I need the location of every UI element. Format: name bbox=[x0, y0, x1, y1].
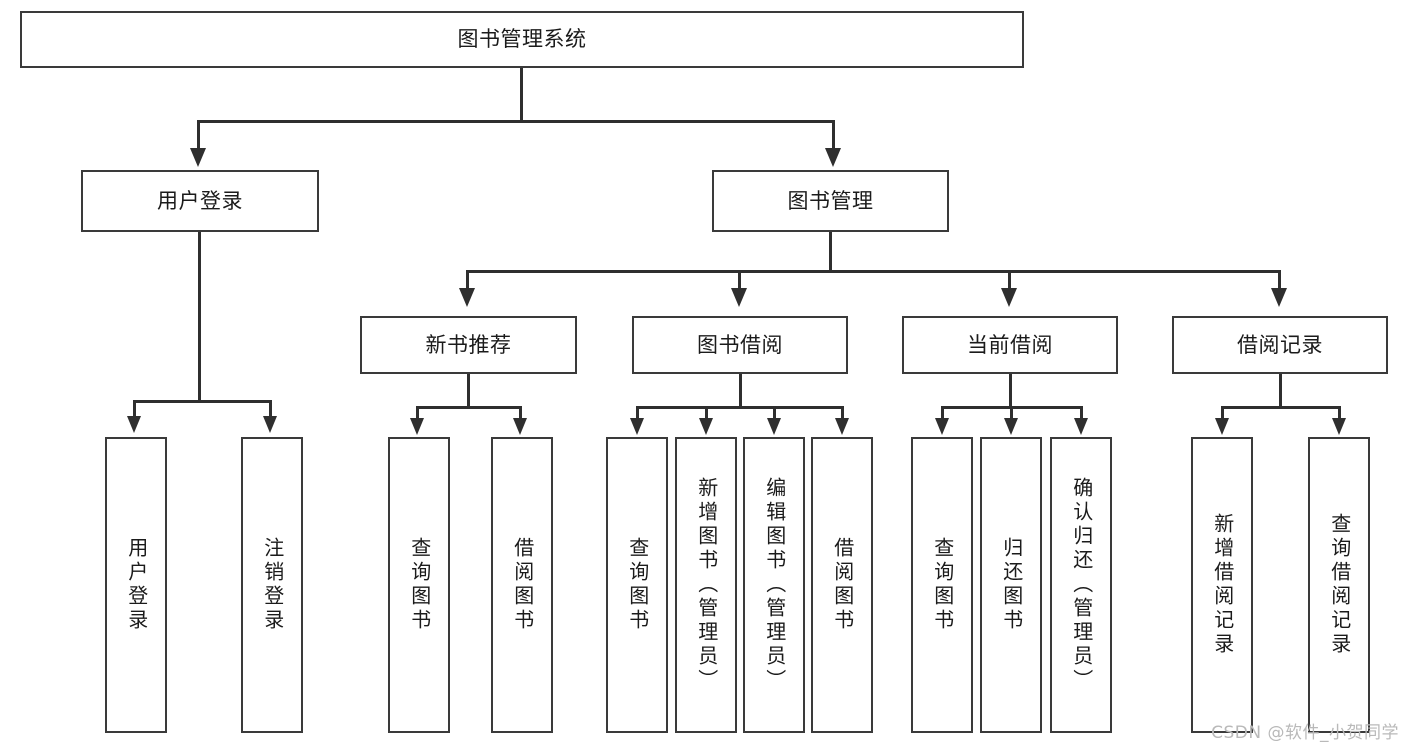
arrowhead-bb-1 bbox=[630, 418, 644, 435]
connector-book-management-stem bbox=[829, 232, 832, 272]
node-label: 新增图书（管理员） bbox=[694, 477, 719, 693]
connector-to-current-borrow bbox=[1008, 270, 1011, 290]
connector-bb-drop-1 bbox=[636, 406, 639, 420]
arrowhead-cb-3 bbox=[1074, 418, 1088, 435]
arrowhead-nbr-2 bbox=[513, 418, 527, 435]
connector-br-drop-1 bbox=[1221, 406, 1224, 420]
connector-bb-drop-2 bbox=[705, 406, 708, 420]
connector-new-book-recommend-bus bbox=[416, 406, 522, 409]
node-label: 归还图书 bbox=[999, 537, 1024, 633]
node-label: 图书管理 bbox=[787, 188, 874, 213]
connector-user-login-stem bbox=[198, 232, 201, 402]
leaf-bb-edit-book-admin[interactable]: 编辑图书（管理员） bbox=[743, 437, 805, 733]
connector-user-login-drop-2 bbox=[269, 400, 272, 418]
leaf-br-query-record[interactable]: 查询借阅记录 bbox=[1308, 437, 1370, 733]
node-label: 当前借阅 bbox=[967, 332, 1053, 357]
leaf-nbr-query-book[interactable]: 查询图书 bbox=[388, 437, 450, 733]
connector-new-book-recommend-stem bbox=[467, 374, 470, 408]
connector-nbr-drop-1 bbox=[416, 406, 419, 420]
node-label: 新增借阅记录 bbox=[1210, 513, 1235, 657]
node-label: 注销登录 bbox=[260, 537, 285, 633]
leaf-user-login-logout[interactable]: 注销登录 bbox=[241, 437, 303, 733]
connector-root-to-user-login bbox=[197, 120, 200, 150]
connector-to-new-book-recommend bbox=[466, 270, 469, 290]
connector-current-borrow-stem bbox=[1009, 374, 1012, 408]
leaf-user-login-login[interactable]: 用户登录 bbox=[105, 437, 167, 733]
node-label: 编辑图书（管理员） bbox=[762, 477, 787, 693]
connector-br-drop-2 bbox=[1338, 406, 1341, 420]
node-new-book-recommend[interactable]: 新书推荐 bbox=[360, 316, 577, 374]
arrowhead-borrow-record bbox=[1271, 288, 1287, 307]
leaf-bb-query-book[interactable]: 查询图书 bbox=[606, 437, 668, 733]
connector-level3-bus bbox=[466, 270, 1280, 273]
arrowhead-bb-3 bbox=[767, 418, 781, 435]
node-label: 用户登录 bbox=[157, 188, 243, 213]
connector-cb-drop-3 bbox=[1080, 406, 1083, 420]
node-label: 查询借阅记录 bbox=[1327, 513, 1352, 657]
node-label: 图书管理系统 bbox=[457, 27, 587, 52]
arrowhead-nbr-1 bbox=[410, 418, 424, 435]
node-user-login[interactable]: 用户登录 bbox=[81, 170, 319, 232]
connector-to-borrow-record bbox=[1278, 270, 1281, 290]
connector-root-bus bbox=[197, 120, 835, 123]
leaf-cb-confirm-return-admin[interactable]: 确认归还（管理员） bbox=[1050, 437, 1112, 733]
arrowhead-bb-2 bbox=[699, 418, 713, 435]
arrowhead-bb-4 bbox=[835, 418, 849, 435]
arrowhead-to-user-login bbox=[190, 148, 206, 167]
node-book-management[interactable]: 图书管理 bbox=[712, 170, 949, 232]
node-current-borrow[interactable]: 当前借阅 bbox=[902, 316, 1118, 374]
leaf-cb-return-book[interactable]: 归还图书 bbox=[980, 437, 1042, 733]
node-label: 借阅记录 bbox=[1237, 332, 1323, 357]
arrowhead-current-borrow bbox=[1001, 288, 1017, 307]
node-label: 查询图书 bbox=[407, 537, 432, 633]
connector-bb-drop-3 bbox=[773, 406, 776, 420]
connector-user-login-drop-1 bbox=[133, 400, 136, 418]
connector-borrow-record-bus bbox=[1221, 406, 1341, 409]
node-label: 图书借阅 bbox=[697, 332, 783, 357]
arrowhead-cb-2 bbox=[1004, 418, 1018, 435]
connector-root-to-book-management bbox=[832, 120, 835, 150]
connector-bb-drop-4 bbox=[841, 406, 844, 420]
node-label: 确认归还（管理员） bbox=[1069, 477, 1094, 693]
node-label: 借阅图书 bbox=[510, 537, 535, 633]
arrowhead-user-login-1 bbox=[127, 416, 141, 433]
arrowhead-new-book-recommend bbox=[459, 288, 475, 307]
connector-nbr-drop-2 bbox=[519, 406, 522, 420]
arrowhead-cb-1 bbox=[935, 418, 949, 435]
connector-to-book-borrow bbox=[738, 270, 741, 290]
leaf-nbr-borrow-book[interactable]: 借阅图书 bbox=[491, 437, 553, 733]
arrowhead-br-2 bbox=[1332, 418, 1346, 435]
connector-cb-drop-2 bbox=[1010, 406, 1013, 420]
connector-user-login-bus bbox=[133, 400, 271, 403]
arrowhead-to-book-management bbox=[825, 148, 841, 167]
node-root-book-management-system[interactable]: 图书管理系统 bbox=[20, 11, 1024, 68]
node-label: 查询图书 bbox=[625, 537, 650, 633]
connector-borrow-record-stem bbox=[1279, 374, 1282, 408]
node-label: 用户登录 bbox=[124, 537, 149, 633]
connector-book-borrow-stem bbox=[739, 374, 742, 408]
node-book-borrow[interactable]: 图书借阅 bbox=[632, 316, 848, 374]
node-label: 新书推荐 bbox=[425, 332, 512, 357]
connector-cb-drop-1 bbox=[941, 406, 944, 420]
connector-book-borrow-bus bbox=[636, 406, 844, 409]
arrowhead-user-login-2 bbox=[263, 416, 277, 433]
leaf-cb-query-book[interactable]: 查询图书 bbox=[911, 437, 973, 733]
node-label: 查询图书 bbox=[930, 537, 955, 633]
leaf-bb-add-book-admin[interactable]: 新增图书（管理员） bbox=[675, 437, 737, 733]
node-borrow-record[interactable]: 借阅记录 bbox=[1172, 316, 1388, 374]
leaf-br-add-record[interactable]: 新增借阅记录 bbox=[1191, 437, 1253, 733]
node-label: 借阅图书 bbox=[830, 537, 855, 633]
arrowhead-br-1 bbox=[1215, 418, 1229, 435]
leaf-bb-borrow-book[interactable]: 借阅图书 bbox=[811, 437, 873, 733]
arrowhead-book-borrow bbox=[731, 288, 747, 307]
connector-root-stem bbox=[520, 68, 523, 122]
